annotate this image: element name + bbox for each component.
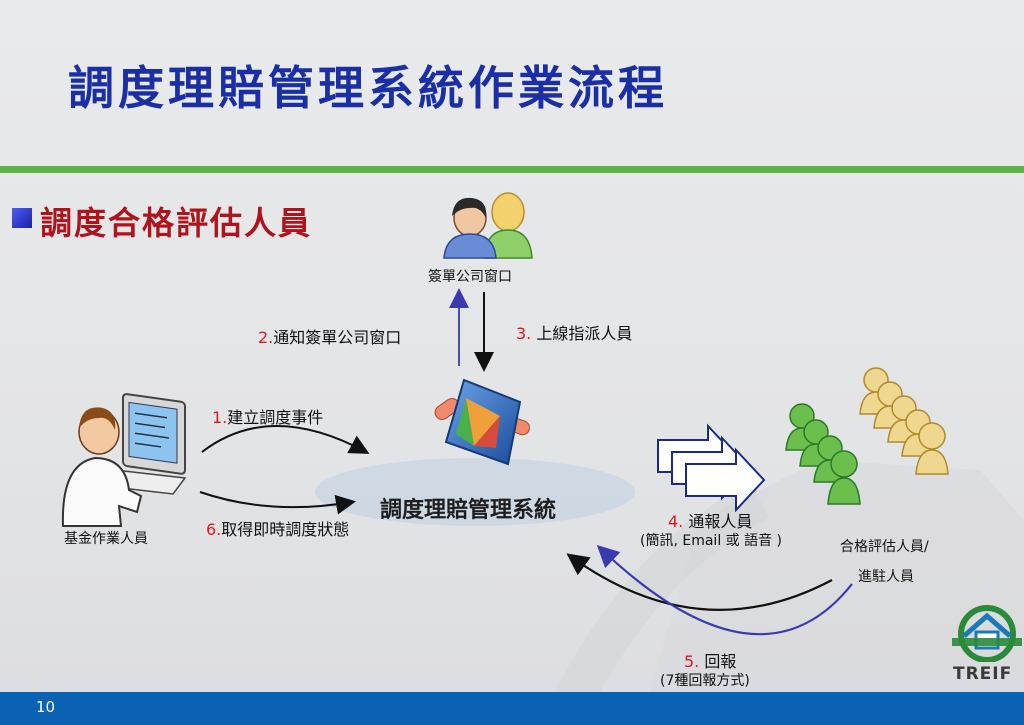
title-divider: [0, 166, 1024, 173]
logo-text: TREIF: [953, 664, 1013, 684]
left-actor-label: 基金作業人員: [64, 531, 148, 547]
arrow-step5-blue: [596, 544, 853, 636]
step5-label: 5. 回報: [684, 652, 737, 671]
right-actor-label-line1: 合格評估人員/: [840, 539, 929, 555]
step4-detail: (簡訊, Email 或 語音 ): [640, 533, 783, 549]
system-gem-icon: [434, 378, 531, 466]
two-people-icon: [443, 192, 533, 259]
page-number: 10: [36, 698, 56, 716]
arrow-step5-black: [566, 553, 833, 611]
step2-label: 2.通知簽單公司窗口: [258, 328, 402, 347]
step1-label: 1.建立調度事件: [212, 408, 324, 427]
system-platform: [315, 458, 635, 526]
right-actor-label-line2: 進駐人員: [858, 569, 914, 585]
arrow-step1: [201, 425, 370, 454]
footer-bar: [0, 692, 1024, 725]
step4-label: 4. 通報人員: [668, 512, 753, 531]
step5-detail: (7種回報方式): [660, 673, 750, 689]
crowd-people-icon: [785, 367, 949, 505]
section-subtitle: 調度合格評估人員: [40, 204, 313, 242]
top-actor-label: 簽單公司窗口: [428, 269, 512, 285]
step6-label: 6.取得即時調度狀態: [206, 520, 350, 539]
computer-user-icon: [61, 393, 187, 527]
arrow-step6: [199, 491, 356, 515]
center-system-label: 調度理賠管理系統: [380, 498, 557, 523]
step3-label: 3. 上線指派人員: [516, 324, 633, 343]
bullet-square-icon: [12, 208, 32, 228]
treif-logo-icon: [952, 605, 1022, 662]
page-title: 調度理賠管理系統作業流程: [68, 61, 668, 115]
notification-arrows-icon: [657, 423, 766, 512]
